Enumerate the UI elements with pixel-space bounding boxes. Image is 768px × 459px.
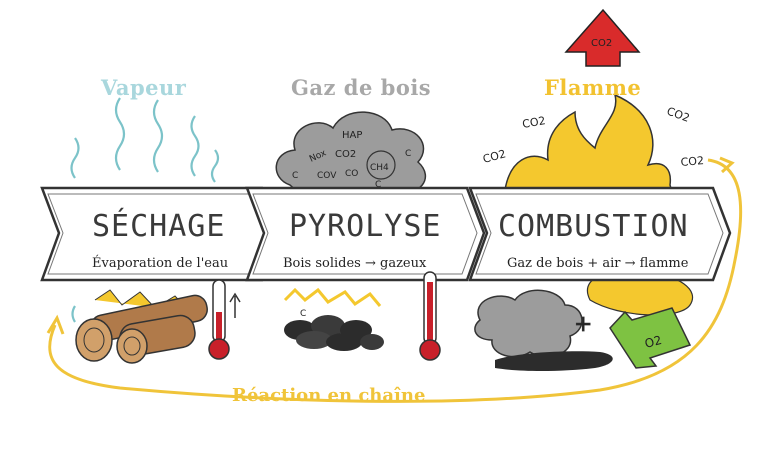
charcoal-icon: C — [283, 287, 384, 351]
smoke-cloud-icon: + — [474, 289, 613, 371]
chain-loop — [48, 158, 743, 403]
cloud-label-hap: HAP — [342, 130, 362, 141]
gas-cloud-icon: HAP Nox CO2 C COV CO CH4 C C — [275, 111, 427, 203]
cloud-label-c3: C — [375, 180, 381, 190]
step-banner-pyrolyse — [245, 186, 486, 282]
co2-arrow-label: CO2 — [591, 38, 612, 49]
thermometer-icon-2 — [419, 271, 441, 361]
water-vapor-icon — [70, 97, 220, 323]
flame-icon — [504, 93, 694, 316]
cloud-label-ch4: CH4 — [370, 163, 389, 173]
header-vapeur: Vapeur — [101, 75, 187, 100]
header-gaz-de-bois: Gaz de bois — [291, 75, 432, 100]
step-title-sechage: SÉCHAGE — [92, 209, 226, 244]
o2-arrow-icon: O2 — [609, 307, 692, 369]
step-subtitle-combustion: Gaz de bois + air → flamme — [507, 256, 689, 271]
co2-label-4: CO2 — [680, 154, 704, 169]
step-subtitle-pyrolyse: Bois solides → gazeux — [283, 256, 427, 271]
header-flamme: Flamme — [544, 75, 642, 100]
chain-reaction-label: Réaction en chaîne — [232, 385, 426, 406]
charcoal-label-c: C — [300, 309, 306, 319]
o2-label: O2 — [643, 333, 663, 351]
chain-loop-arrowhead-right — [719, 156, 735, 174]
plus-sign: + — [574, 312, 592, 337]
chain-loop-arrowhead-left — [46, 314, 65, 335]
step-title-pyrolyse: PYROLYSE — [289, 209, 442, 244]
cloud-label-c1: C — [292, 171, 298, 181]
cloud-label-co2: CO2 — [335, 149, 356, 160]
thermometer-icon — [208, 279, 241, 360]
co2-label-3: CO2 — [665, 105, 691, 125]
step-subtitle-sechage: Évaporation de l'eau — [92, 256, 229, 271]
co2-label-1: CO2 — [521, 114, 546, 131]
cloud-label-c2: C — [405, 149, 411, 159]
cloud-label-co: CO — [345, 169, 358, 179]
step-title-combustion: COMBUSTION — [498, 209, 689, 244]
co2-up-arrow-icon: CO2 — [564, 8, 641, 67]
co2-label-2: CO2 — [481, 147, 507, 166]
step-banner-combustion — [468, 186, 732, 282]
logs-icon — [75, 289, 208, 364]
cloud-label-cov: COV — [317, 171, 337, 181]
